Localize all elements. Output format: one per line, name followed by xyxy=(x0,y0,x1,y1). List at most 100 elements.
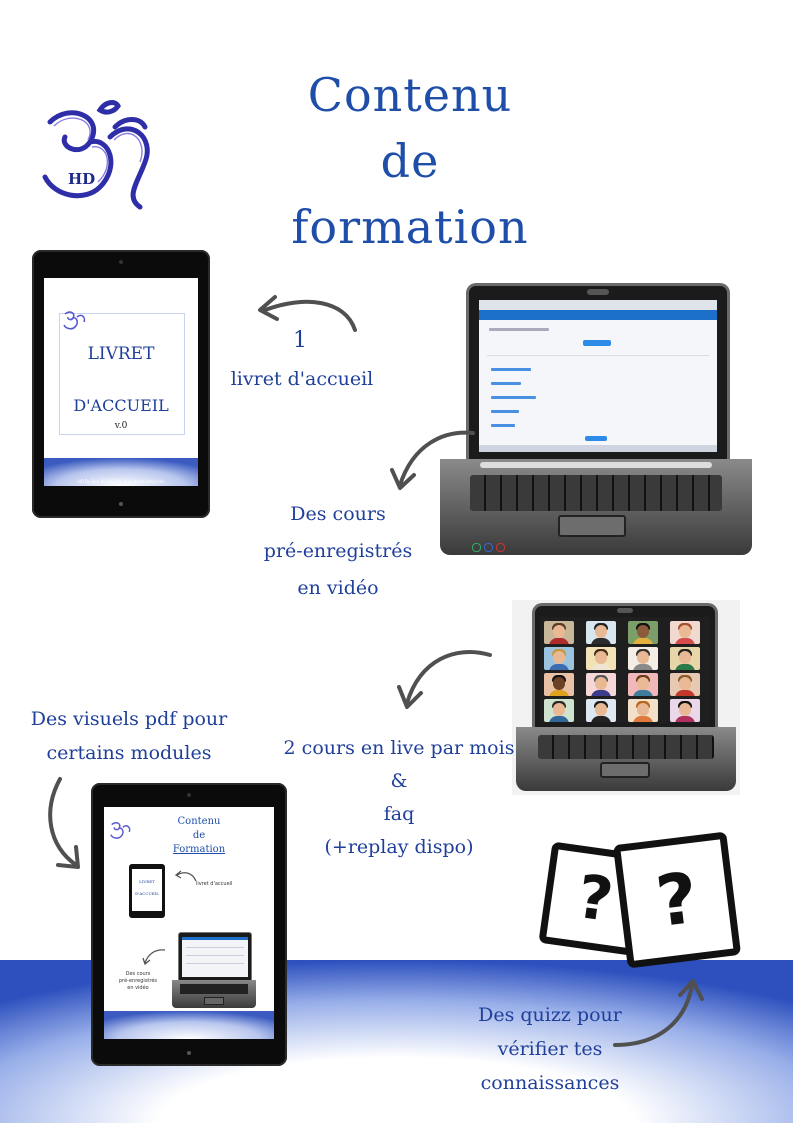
mini-video-line-1: Des cours xyxy=(125,971,151,977)
laptop-hinge xyxy=(480,462,712,468)
participant-tile xyxy=(586,699,616,722)
mini-arrow-video xyxy=(142,949,166,966)
video-courses-line-3: en vidéo xyxy=(297,577,379,599)
live-courses-caption: 2 cours en live par mois & faq (+replay … xyxy=(274,732,524,864)
taskbar xyxy=(479,445,717,452)
pdf-tablet-camera xyxy=(187,793,191,797)
live-courses-line-3: (+replay dispo) xyxy=(324,836,474,858)
om-logo: HD xyxy=(30,92,160,222)
arrow-to-booklet xyxy=(258,295,357,332)
title-line-1: Contenu xyxy=(307,68,513,122)
cover-title-line-2: D'ACCUEIL xyxy=(73,396,169,415)
course-link xyxy=(491,424,515,427)
participant-tile xyxy=(544,673,574,696)
quiz-question-mark: ? xyxy=(651,856,703,944)
pdf-visuals-line-2: certains modules xyxy=(46,742,212,764)
course-link xyxy=(491,410,519,413)
participant-tile xyxy=(628,673,658,696)
live-laptop xyxy=(512,600,740,795)
participant-tile xyxy=(586,621,616,644)
course-link xyxy=(491,382,521,385)
browser-bar xyxy=(479,300,717,310)
video-call-grid xyxy=(540,617,710,723)
participant-tile xyxy=(670,673,700,696)
mini-cover-line-2: D'ACCUEIL xyxy=(135,891,159,896)
live-courses-line-2: faq xyxy=(383,803,415,825)
arrow-to-quiz xyxy=(613,979,704,1047)
cover-footer: HD By Eva Tel 2022 © Tous droits Réservé… xyxy=(77,479,165,484)
participant-tile xyxy=(670,621,700,644)
page-title: Contenu de formation xyxy=(250,62,570,260)
booklet-caption: livret d'accueil xyxy=(230,368,374,390)
mini-title-line-2: de xyxy=(192,830,206,841)
arrow-to-video-courses xyxy=(390,430,475,490)
new-chapter-button xyxy=(583,340,611,346)
breadcrumb-text xyxy=(489,328,549,331)
course-link xyxy=(491,396,536,399)
participant-tile xyxy=(586,673,616,696)
quiz-line-1: Des quizz pour xyxy=(478,1004,622,1026)
laptop-touchpad xyxy=(558,515,626,537)
participant-tile xyxy=(670,647,700,670)
laptop-screen xyxy=(479,300,717,452)
participant-tile xyxy=(628,699,658,722)
quiz-line-3: connaissances xyxy=(480,1072,620,1094)
laptop-base xyxy=(440,459,752,555)
laptop-lid xyxy=(466,283,730,465)
courses-laptop xyxy=(440,283,752,558)
participant-tile xyxy=(628,647,658,670)
om-symbol-icon xyxy=(42,100,150,210)
video-courses-line-2: pré-enregistrés xyxy=(263,540,413,562)
arrow-to-live-courses xyxy=(397,650,492,709)
arrow-to-pdf-tablet xyxy=(48,777,80,869)
pdf-page-gradient xyxy=(104,1011,274,1039)
participant-tile xyxy=(586,647,616,670)
participant-tile xyxy=(544,699,574,722)
mini-title-line-3: Formation xyxy=(172,844,226,855)
list-divider xyxy=(487,355,709,356)
tablet-camera xyxy=(119,260,123,264)
logo-initials: HD xyxy=(68,170,96,188)
live-laptop-webcam xyxy=(617,608,633,613)
cover-version: v.0 xyxy=(114,421,128,431)
title-line-3: formation xyxy=(291,200,529,254)
quiz-caption: Des quizz pour vérifier tes connaissance… xyxy=(470,998,630,1100)
cover-frame xyxy=(59,313,185,435)
mini-video-line-2: pré-enregistrés xyxy=(118,978,158,984)
live-courses-line-1: 2 cours en live par mois & xyxy=(283,737,515,792)
live-laptop-touchpad xyxy=(600,762,650,778)
mini-video-line-3: en vidéo xyxy=(127,985,149,991)
booklet-cover: LIVRET D'ACCUEIL v.0 HD By Eva Tel 2022 … xyxy=(44,278,198,486)
pdf-visuals-caption: Des visuels pdf pour certains modules xyxy=(18,702,240,770)
participant-tile xyxy=(670,699,700,722)
course-link xyxy=(491,368,531,371)
laptop-webcam xyxy=(587,289,609,295)
cover-bottom-gradient xyxy=(44,458,198,486)
status-leds xyxy=(472,543,512,552)
mini-title-line-1: Contenu xyxy=(177,816,221,827)
cover-title-line-1: LIVRET xyxy=(87,344,155,364)
booklet-tablet: LIVRET D'ACCUEIL v.0 HD By Eva Tel 2022 … xyxy=(32,250,210,518)
laptop-keyboard xyxy=(470,475,722,511)
mini-video-caption: Des cours pré-enregistrés en vidéo xyxy=(110,971,166,992)
title-line-2: de xyxy=(380,134,440,188)
live-laptop-lid xyxy=(532,603,718,733)
participant-tile xyxy=(544,621,574,644)
video-courses-line-1: Des cours xyxy=(290,503,386,525)
site-header xyxy=(479,310,717,320)
mini-cover-line-1: LIVRET xyxy=(139,879,155,884)
live-laptop-base xyxy=(516,727,736,791)
video-courses-caption: Des cours pré-enregistrés en vidéo xyxy=(253,496,423,607)
quiz-card-front: ? xyxy=(612,831,742,969)
quiz-line-2: vérifier tes xyxy=(497,1038,603,1060)
cover-om-icon xyxy=(63,311,86,330)
mini-booklet-label: livret d'accueil xyxy=(196,881,233,887)
participant-tile xyxy=(544,647,574,670)
pdf-tablet-home-button xyxy=(187,1051,191,1055)
live-laptop-keyboard xyxy=(538,735,714,759)
participant-tile xyxy=(628,621,658,644)
mini-title: Contenu de Formation xyxy=(154,815,244,857)
pdf-tablet: Contenu de Formation LIVRET D'ACCUEIL li… xyxy=(91,783,287,1066)
mini-om-icon xyxy=(110,822,131,839)
mini-laptop xyxy=(172,932,256,1010)
